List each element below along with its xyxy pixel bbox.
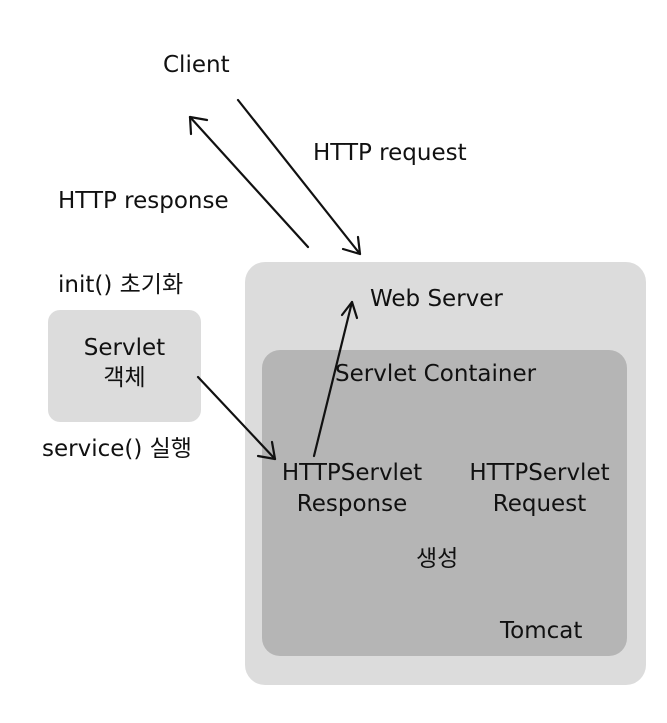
init-label: init() 초기화 <box>58 272 184 298</box>
client-label: Client <box>163 52 230 78</box>
servlet-container-label: Servlet Container <box>335 361 537 387</box>
http-servlet-request-line2: Request <box>492 491 587 517</box>
servlet-container-box <box>262 350 627 656</box>
http-servlet-request-line1: HTTPServlet <box>469 460 610 486</box>
http-request-arrow <box>236 98 362 256</box>
servlet-object-label-line2: 객체 <box>103 365 146 391</box>
create-label: 생성 <box>416 546 459 572</box>
service-arrow <box>196 375 277 461</box>
web-server-label: Web Server <box>370 286 503 312</box>
tomcat-label: Tomcat <box>500 618 583 644</box>
http-servlet-response-line2: Response <box>296 491 408 517</box>
service-label: service() 실행 <box>42 436 192 462</box>
http-response-arrow <box>188 115 310 249</box>
http-response-label: HTTP response <box>58 188 229 214</box>
http-request-label: HTTP request <box>313 140 467 166</box>
servlet-object-label-line1: Servlet <box>83 335 166 361</box>
servlet-object-box <box>48 310 201 422</box>
response-to-webserver-arrow <box>312 300 359 458</box>
http-servlet-response-line1: HTTPServlet <box>281 460 423 486</box>
